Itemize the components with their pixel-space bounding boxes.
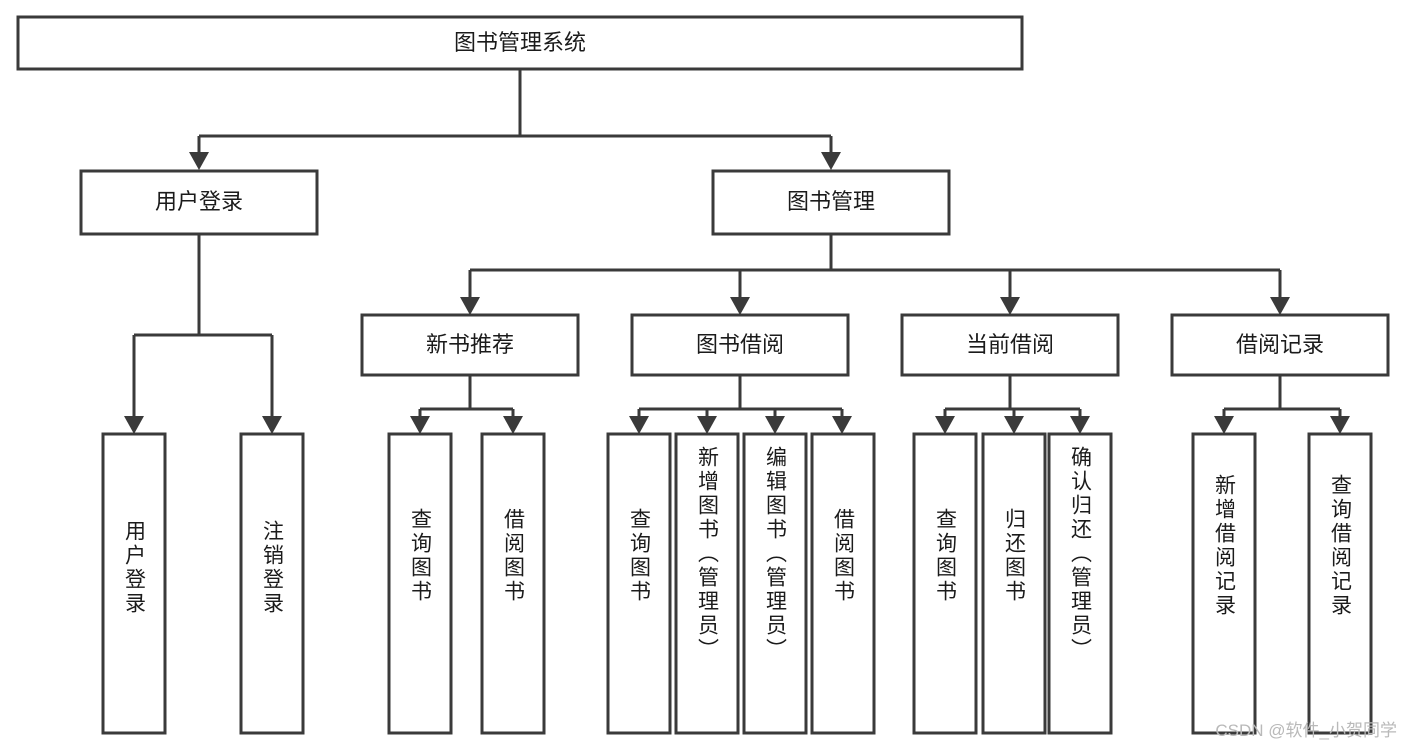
node-leaf-logout-box[interactable] xyxy=(239,432,305,735)
node-leaf-edit-book-box[interactable] xyxy=(742,432,808,735)
arrow-to-user-login xyxy=(189,152,209,170)
node-book-borrow[interactable]: 图书借阅 xyxy=(630,313,850,377)
node-root[interactable]: 图书管理系统 xyxy=(16,15,1024,71)
arrow-leaf-edit-book xyxy=(765,416,785,434)
node-leaf-query-book-1-label: 查询图书 xyxy=(409,508,433,604)
node-leaf-user-login-label: 用户登录 xyxy=(123,520,147,616)
node-leaf-confirm-return-box[interactable] xyxy=(1047,432,1113,735)
arrow-leaf-add-record xyxy=(1214,416,1234,434)
arrow-leaf-query-book-2 xyxy=(629,416,649,434)
node-leaf-borrow-book-1-box[interactable] xyxy=(480,432,546,735)
arrow-leaf-user-login xyxy=(124,416,144,434)
node-leaf-edit-book[interactable]: 编辑图书（管理员） xyxy=(742,432,808,735)
node-root-box[interactable] xyxy=(16,15,1024,71)
node-leaf-query-record[interactable]: 查询借阅记录 xyxy=(1307,432,1373,735)
node-leaf-borrow-book-2[interactable]: 借阅图书 xyxy=(810,432,876,735)
arrow-leaf-return-book xyxy=(1004,416,1024,434)
node-leaf-query-book-1[interactable]: 查询图书 xyxy=(387,432,453,735)
arrow-leaf-query-record xyxy=(1330,416,1350,434)
node-user-login-box[interactable] xyxy=(79,169,319,236)
node-leaf-return-book-box[interactable] xyxy=(981,432,1047,735)
arrow-to-current-borrow xyxy=(1000,297,1020,315)
node-leaf-query-book-3-box[interactable] xyxy=(912,432,978,735)
node-new-book-recommend[interactable]: 新书推荐 xyxy=(360,313,580,377)
node-root-label: 图书管理系统 xyxy=(454,30,586,55)
node-leaf-query-book-1-box[interactable] xyxy=(387,432,453,735)
node-book-manage-box[interactable] xyxy=(711,169,951,236)
arrow-leaf-confirm-return xyxy=(1070,416,1090,434)
node-leaf-logout-label: 注销登录 xyxy=(261,520,285,616)
node-leaf-confirm-return-label: 确认归还（管理员） xyxy=(1069,446,1093,662)
node-user-login-label: 用户登录 xyxy=(155,189,243,214)
node-leaf-borrow-book-2-box[interactable] xyxy=(810,432,876,735)
node-current-borrow-box[interactable] xyxy=(900,313,1120,377)
node-leaf-query-book-2[interactable]: 查询图书 xyxy=(606,432,672,735)
node-book-borrow-box[interactable] xyxy=(630,313,850,377)
node-new-book-recommend-label: 新书推荐 xyxy=(426,332,514,357)
arrow-to-book-borrow xyxy=(730,297,750,315)
node-new-book-recommend-box[interactable] xyxy=(360,313,580,377)
connector-layer xyxy=(124,69,1350,434)
node-leaf-confirm-return[interactable]: 确认归还（管理员） xyxy=(1047,432,1113,735)
node-leaf-query-book-2-box[interactable] xyxy=(606,432,672,735)
node-leaf-borrow-book-1[interactable]: 借阅图书 xyxy=(480,432,546,735)
arrow-leaf-add-book xyxy=(697,416,717,434)
node-leaf-return-book[interactable]: 归还图书 xyxy=(981,432,1047,735)
arrow-leaf-borrow-book-2 xyxy=(832,416,852,434)
node-leaf-logout[interactable]: 注销登录 xyxy=(239,432,305,735)
arrow-to-book-manage xyxy=(821,152,841,170)
node-borrow-record-label: 借阅记录 xyxy=(1236,332,1324,357)
arrow-leaf-query-book-1 xyxy=(410,416,430,434)
node-leaf-add-record-box[interactable] xyxy=(1191,432,1257,735)
node-leaf-borrow-book-2-label: 借阅图书 xyxy=(832,508,856,604)
node-book-manage[interactable]: 图书管理 xyxy=(711,169,951,236)
node-leaf-return-book-label: 归还图书 xyxy=(1003,508,1027,604)
node-book-manage-label: 图书管理 xyxy=(787,189,875,214)
node-current-borrow[interactable]: 当前借阅 xyxy=(900,313,1120,377)
node-leaf-add-book[interactable]: 新增图书（管理员） xyxy=(674,432,740,735)
node-leaf-add-book-label: 新增图书（管理员） xyxy=(696,446,720,662)
node-leaf-user-login-box[interactable] xyxy=(101,432,167,735)
node-leaf-query-record-label: 查询借阅记录 xyxy=(1329,474,1353,618)
node-leaf-edit-book-label: 编辑图书（管理员） xyxy=(764,446,788,662)
node-leaf-query-record-box[interactable] xyxy=(1307,432,1373,735)
node-leaf-query-book-3[interactable]: 查询图书 xyxy=(912,432,978,735)
node-leaf-query-book-2-label: 查询图书 xyxy=(628,508,652,604)
node-leaf-add-record[interactable]: 新增借阅记录 xyxy=(1191,432,1257,735)
node-leaf-add-book-box[interactable] xyxy=(674,432,740,735)
node-borrow-record-box[interactable] xyxy=(1170,313,1390,377)
node-book-borrow-label: 图书借阅 xyxy=(696,332,784,357)
node-leaf-user-login[interactable]: 用户登录 xyxy=(101,432,167,735)
arrow-to-new-book-recommend xyxy=(460,297,480,315)
node-leaf-add-record-label: 新增借阅记录 xyxy=(1213,474,1237,618)
node-user-login[interactable]: 用户登录 xyxy=(79,169,319,236)
arrow-leaf-logout xyxy=(262,416,282,434)
node-leaf-borrow-book-1-label: 借阅图书 xyxy=(502,508,526,604)
node-leaf-query-book-3-label: 查询图书 xyxy=(934,508,958,604)
arrow-leaf-query-book-3 xyxy=(935,416,955,434)
node-current-borrow-label: 当前借阅 xyxy=(966,332,1054,357)
arrow-to-borrow-record xyxy=(1270,297,1290,315)
node-borrow-record[interactable]: 借阅记录 xyxy=(1170,313,1390,377)
arrow-leaf-borrow-book-1 xyxy=(503,416,523,434)
